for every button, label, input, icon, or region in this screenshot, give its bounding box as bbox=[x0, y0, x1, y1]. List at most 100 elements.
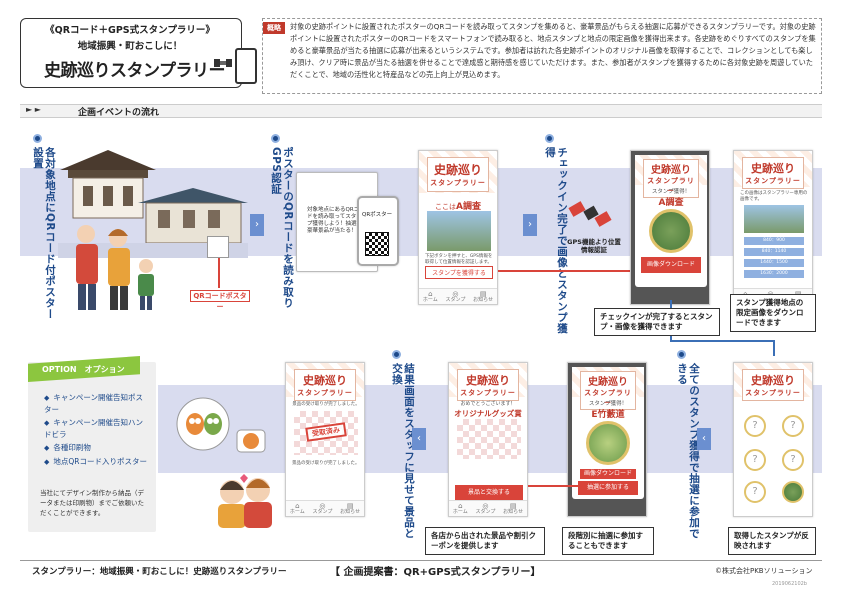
step3-dot bbox=[545, 134, 554, 143]
couple-illustration bbox=[218, 474, 272, 528]
overview-tag: 概略 bbox=[263, 22, 285, 34]
step1-dot bbox=[33, 134, 42, 143]
nav-info[interactable]: ▤お知らせ bbox=[340, 501, 361, 515]
nav-info[interactable]: ▤お知らせ bbox=[473, 289, 494, 303]
app-logo: 史跡巡りスタンプラリー bbox=[742, 369, 804, 401]
step4-dot bbox=[677, 350, 686, 359]
step5-title: 結果画面をスタッフに見せて景品と交換 bbox=[391, 363, 415, 539]
title-line2: 地域振興・町おこしに！ bbox=[77, 41, 183, 52]
phone-illustration bbox=[235, 48, 257, 84]
page-title: 史跡巡りスタンプラリー bbox=[44, 61, 226, 81]
checkin-desc: 下記ボタンを押すと、GPS情報を取得して位置情報を認証します。 bbox=[425, 254, 493, 265]
stamp-place: E竹藪道 bbox=[591, 410, 625, 420]
place-photo bbox=[427, 211, 491, 251]
step5-dot bbox=[392, 350, 401, 359]
download-row[interactable]: 840：1140 bbox=[744, 248, 804, 256]
chevron-left-icon: ‹ bbox=[697, 428, 711, 450]
download-row[interactable]: 1630：2000 bbox=[744, 270, 804, 278]
nav-home[interactable]: ⌂ホーム bbox=[452, 501, 468, 515]
qr-poster-pointer bbox=[218, 258, 220, 288]
chevron-right-icon: › bbox=[523, 214, 537, 236]
chevron-right-icon: › bbox=[250, 214, 264, 236]
nav-stamp[interactable]: ◎スタンプ bbox=[312, 501, 333, 515]
title-box bbox=[20, 18, 242, 88]
diamond-icon: ◆ bbox=[44, 419, 50, 427]
image-desc: この画像はスタンプラリー専用の画像です。 bbox=[740, 191, 808, 202]
chevron-left-icon: ‹ bbox=[412, 428, 426, 450]
footer-left: スタンプラリー：地域振興・町おこしに！史跡巡りスタンプラリー bbox=[32, 567, 287, 577]
app-logo: 史跡巡りスタンプラリー bbox=[427, 157, 489, 192]
here-label: ここはA調査 bbox=[435, 202, 481, 212]
nav-info[interactable]: ▤お知らせ bbox=[503, 501, 524, 515]
qr-code-icon bbox=[365, 232, 389, 256]
option-item: ◆各種印刷物 bbox=[44, 443, 91, 452]
stamp-slot-empty: ? bbox=[782, 449, 804, 471]
image-download-button[interactable]: 画像ダウンロード bbox=[641, 257, 701, 273]
bottom-nav: ⌂ホーム ◎スタンプ ▤お知らせ bbox=[419, 288, 497, 304]
received-desc: 景品の受け取りが完了しました。 bbox=[292, 402, 360, 407]
image-download-button[interactable]: 画像ダウンロード bbox=[580, 469, 636, 479]
exchange-prize-button[interactable]: 景品と交換する bbox=[455, 485, 523, 500]
option-item: ◆地点QRコード入りポスター bbox=[44, 457, 148, 466]
phone-qr: QRポスター bbox=[357, 196, 399, 266]
stamp-icon: ◎ bbox=[767, 290, 773, 297]
nav-stamp[interactable]: ◎スタンプ bbox=[445, 289, 466, 303]
screen-prize: 史跡巡りスタンプラリー おめでとうございます！ オリジナルグッズ賞 景品と交換す… bbox=[448, 362, 528, 517]
download-note: スタンプ獲得地点の限定画像をダウンロードできます bbox=[730, 294, 816, 332]
title-line1: 《QRコード＋GPS式スタンプラリー》 bbox=[45, 25, 215, 36]
nav-home[interactable]: ⌂ホーム bbox=[289, 501, 305, 515]
flow-arrow-2 bbox=[528, 485, 578, 487]
flow-arrows: ► ► bbox=[26, 105, 41, 114]
checkin-note: チェックインが完了するとスタンプ・画像を獲得できます bbox=[594, 308, 720, 336]
prize-name: オリジナルグッズ賞 bbox=[454, 409, 522, 418]
stamp-slot-empty: ? bbox=[744, 481, 766, 503]
footer-copyright: ©株式会社PKBソリューション bbox=[715, 567, 813, 575]
option-item: ◆キャンペーン開催告知ハンドビラ bbox=[44, 418, 144, 439]
screen-checkin: 史跡巡りスタンプラリー ここはA調査 下記ボタンを押すと、GPS情報を取得して位… bbox=[418, 150, 498, 305]
overview-text: 対象の史跡ポイントに設置されたポスターのQRコードを読み取ってスタンプを集めると… bbox=[290, 22, 816, 79]
option-note: 当社にてデザイン制作から納品（データまたは印刷物）までご依頼いただくことができま… bbox=[40, 489, 144, 517]
footer-mid: 【 企画提案書：QR+GPS式スタンプラリー】 bbox=[330, 567, 541, 578]
home-icon: ⌂ bbox=[428, 289, 433, 298]
info-icon: ▤ bbox=[346, 501, 354, 510]
stamp-slot-empty: ? bbox=[782, 415, 804, 437]
step2-dot bbox=[271, 134, 280, 143]
flow-bar bbox=[20, 104, 822, 118]
nav-stamp[interactable]: ◎スタンプ bbox=[475, 501, 496, 515]
lottery-note: 段階別に抽選に参加することもできます bbox=[562, 527, 654, 555]
footer-line bbox=[20, 560, 822, 561]
step2-title: ポスターのQRコードを読み取りGPS認証 bbox=[270, 147, 294, 309]
congrats-text: おめでとうございます！ bbox=[460, 401, 516, 407]
temple-building-illustration bbox=[58, 150, 248, 258]
family-illustration bbox=[76, 225, 154, 310]
gps-satellite-icon bbox=[568, 201, 612, 227]
coupon-note: 各店から出された景品や割引クーポンを提供します bbox=[425, 527, 545, 555]
get-stamp-button[interactable]: スタンプを獲得する bbox=[425, 266, 493, 279]
stamp-slot-empty: ? bbox=[744, 415, 766, 437]
info-icon: ▤ bbox=[479, 289, 487, 298]
app-logo: 史跡巡りスタンプラリー bbox=[580, 371, 636, 410]
download-row[interactable]: 840：900 bbox=[744, 237, 804, 245]
info-icon: ▤ bbox=[509, 501, 517, 510]
goods-illustration bbox=[176, 397, 266, 453]
qr-poster-thumb bbox=[207, 236, 229, 258]
app-logo: 史跡巡りスタンプラリー bbox=[294, 369, 356, 401]
nav-home[interactable]: ⌂ホーム bbox=[422, 289, 438, 303]
option-item: ◆キャンペーン開催告知ポスター bbox=[44, 393, 144, 414]
stamp-image bbox=[586, 421, 630, 465]
qr-poster-label: QRコードポスター bbox=[190, 290, 250, 311]
stamp-got-label: スタンプ獲得！ bbox=[651, 189, 691, 195]
screen-stamp-acquired: 史跡巡りスタンプラリー スタンプ獲得！ A調査 画像ダウンロード bbox=[630, 150, 710, 305]
stamp-image bbox=[649, 209, 693, 253]
screen-stamp-card: 史跡巡りスタンプラリー ? ? ? ? ? bbox=[733, 362, 813, 517]
image-thumb bbox=[744, 205, 804, 233]
bottom-nav: ⌂ホーム ◎スタンプ ▤お知らせ bbox=[449, 500, 527, 516]
stamp-slot-empty: ? bbox=[744, 449, 766, 471]
satellite-icon bbox=[214, 59, 232, 67]
home-icon: ⌂ bbox=[295, 501, 300, 510]
download-row[interactable]: 1440：1500 bbox=[744, 259, 804, 267]
step4-title: 全てのスタンプ獲得で抽選に参加できる bbox=[676, 363, 700, 539]
join-lottery-button[interactable]: 抽選に参加する bbox=[578, 481, 638, 495]
stamp-place: A調査 bbox=[658, 198, 684, 208]
diamond-icon: ◆ bbox=[44, 444, 50, 452]
